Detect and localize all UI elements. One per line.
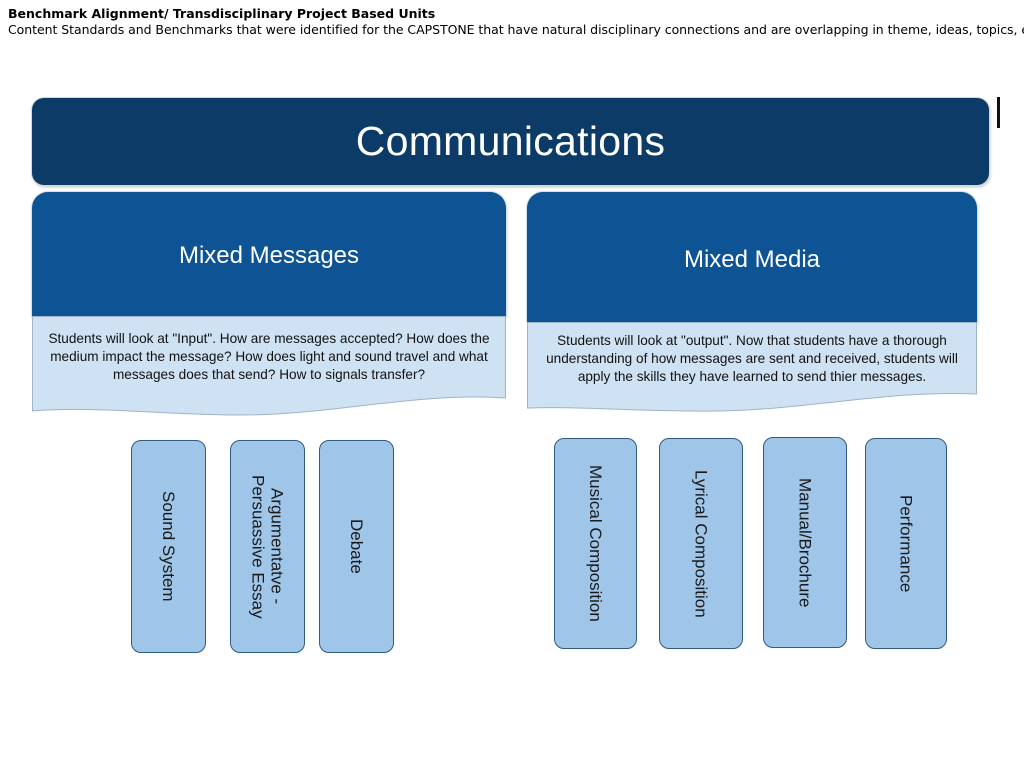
topic-label: Performance	[896, 494, 916, 593]
description-banner-shape	[527, 322, 977, 412]
topic-card-argumentative-essay: Argumentatve - Persuassive Essay	[230, 440, 305, 653]
mixed-messages-description-banner: Students will look at "Input". How are m…	[32, 316, 506, 418]
communications-label: Communications	[355, 118, 666, 164]
mixed-media-title: Mixed Media	[683, 246, 821, 273]
page-heading: Benchmark Alignment/ Transdisciplinary P…	[8, 6, 1024, 38]
topic-label: Lyrical Composition	[691, 469, 711, 618]
topic-card-manual-brochure: Manual/Brochure	[763, 437, 847, 648]
mixed-media-description: Students will look at "output". Now that…	[546, 333, 958, 384]
topic-label: Argumentatve - Persuassive Essay	[248, 474, 287, 619]
mixed-media-description-banner: Students will look at "output". Now that…	[527, 322, 977, 414]
topic-card-lyrical-composition: Lyrical Composition	[659, 438, 743, 649]
mixed-messages-title: Mixed Messages	[178, 242, 360, 269]
topic-label: Sound System	[159, 491, 178, 602]
topic-card-debate: Debate	[319, 440, 394, 653]
mixed-media-header: Mixed Media	[527, 192, 977, 322]
topic-label: Debate	[347, 519, 366, 574]
topic-card-sound-system: Sound System	[131, 440, 206, 653]
description-banner-shape	[32, 316, 506, 416]
topic-card-performance: Performance	[865, 438, 947, 649]
mixed-messages-description: Students will look at "Input". How are m…	[48, 331, 490, 382]
topic-label: Manual/Brochure	[795, 477, 815, 608]
topic-label: Musical Composition	[586, 465, 605, 622]
topic-card-musical-composition: Musical Composition	[554, 438, 637, 649]
communications-banner: Communications	[32, 98, 989, 185]
mixed-messages-header: Mixed Messages	[32, 192, 506, 316]
text-cursor	[997, 97, 1000, 128]
page-title: Benchmark Alignment/ Transdisciplinary P…	[8, 6, 436, 21]
page-subtitle: Content Standards and Benchmarks that we…	[8, 22, 1024, 37]
